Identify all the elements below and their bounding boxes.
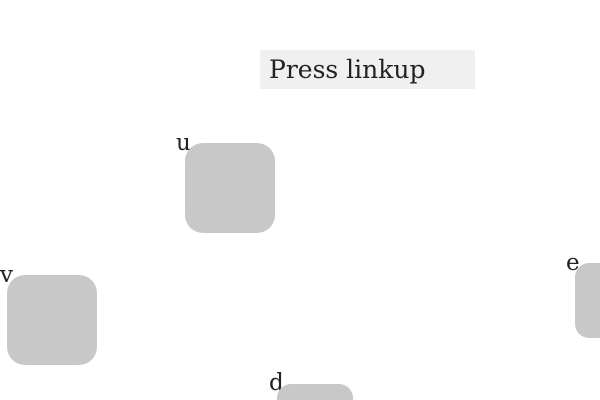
key-button-v[interactable] [7, 275, 97, 365]
key-button-e[interactable] [575, 263, 600, 338]
key-label-v: v [0, 262, 13, 288]
key-label-u: u [176, 130, 191, 156]
key-button-d[interactable] [277, 384, 353, 400]
key-button-u[interactable] [185, 143, 275, 233]
instruction-banner: Press linkup [260, 50, 475, 89]
